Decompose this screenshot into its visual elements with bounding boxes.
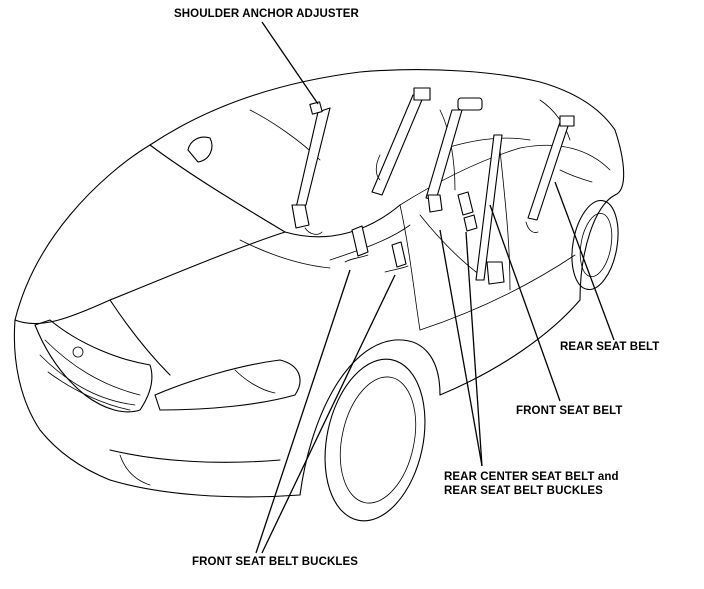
rear-center-label-line1: REAR CENTER SEAT BELT and bbox=[444, 471, 619, 483]
front-seat-belt-buckles-label: FRONT SEAT BELT BUCKLES bbox=[192, 556, 359, 568]
front-seat-belt-label: FRONT SEAT BELT bbox=[516, 405, 623, 417]
rear-seat-belt-label: REAR SEAT BELT bbox=[560, 341, 660, 353]
rear-center-label-line2: REAR SEAT BELT BUCKLES bbox=[444, 485, 603, 497]
leader-lines bbox=[255, 21, 615, 554]
seat-belts bbox=[291, 87, 575, 285]
car-body bbox=[13, 69, 625, 522]
rear-center-seat-belt-label: REAR CENTER SEAT BELT and REAR SEAT BELT… bbox=[444, 470, 619, 498]
shoulder-anchor-adjuster-label: SHOULDER ANCHOR ADJUSTER bbox=[174, 8, 359, 20]
